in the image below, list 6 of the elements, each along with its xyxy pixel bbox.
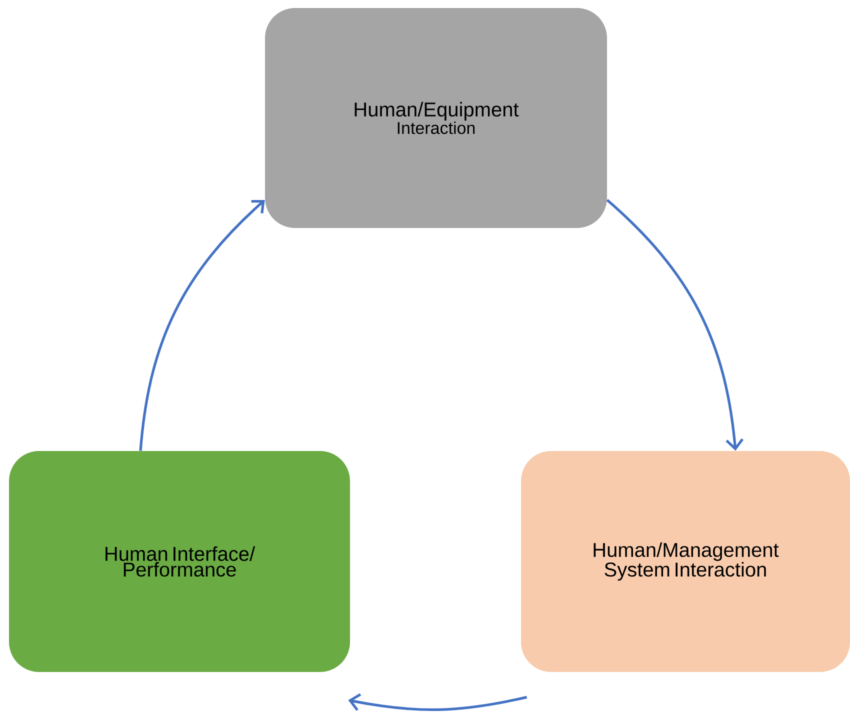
process-box: Human Interface/ Performance xyxy=(9,450,350,672)
process-box: Human/Management System Interaction xyxy=(521,450,850,672)
arrow xyxy=(348,693,528,711)
arrow xyxy=(606,199,744,451)
process-box: Human/Equipment Interaction xyxy=(265,8,607,228)
arrow xyxy=(139,200,265,451)
